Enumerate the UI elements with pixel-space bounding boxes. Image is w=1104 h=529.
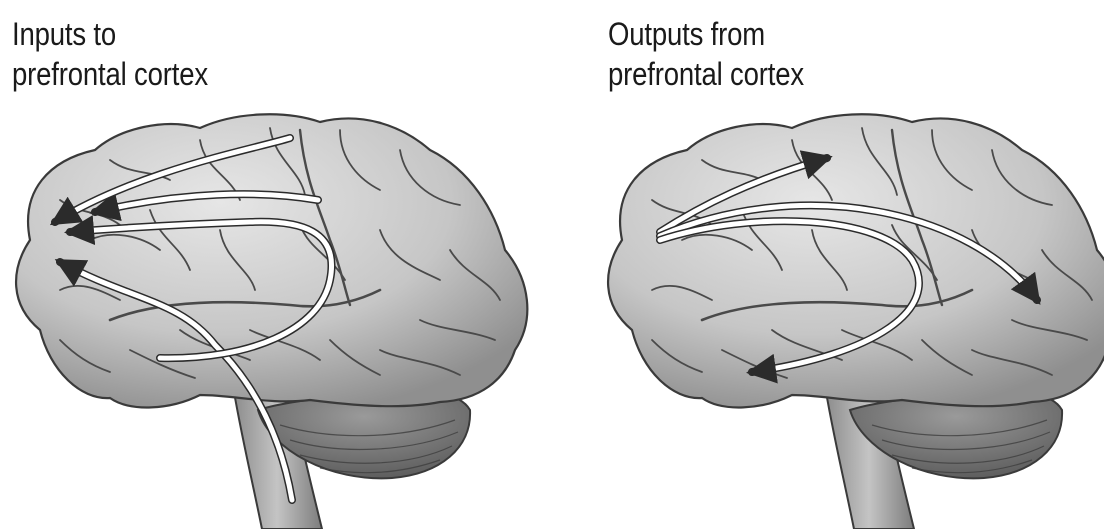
panel-outputs: Outputs from prefrontal cortex: [552, 0, 1104, 529]
brain-illustration: [0, 0, 552, 529]
panel-inputs: Inputs to prefrontal cortex: [0, 0, 552, 529]
brain-illustration: [552, 0, 1104, 529]
